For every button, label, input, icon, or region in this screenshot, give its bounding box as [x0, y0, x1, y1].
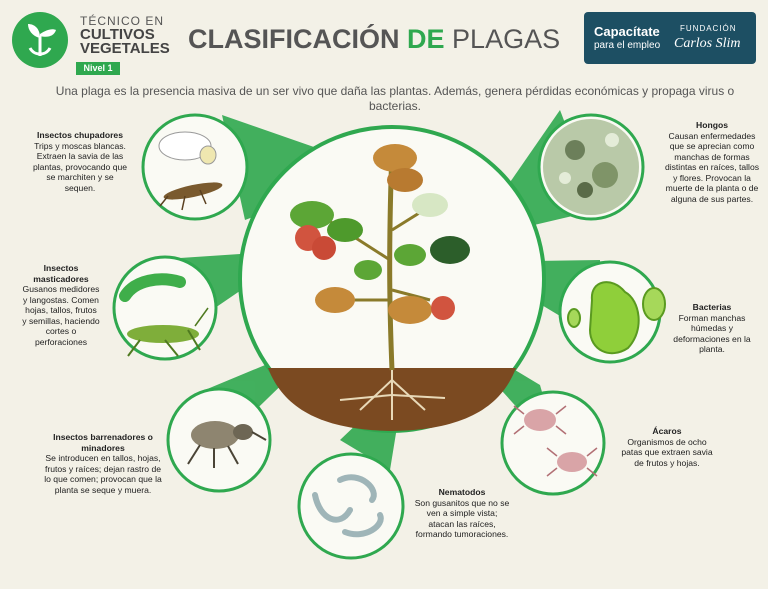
- partner-subtitle: para el empleo: [594, 40, 661, 51]
- whitefly-icon: [158, 131, 217, 165]
- mite-icon: [513, 405, 598, 477]
- page-title: CLASIFICACIÓN DE PLAGAS: [188, 24, 560, 55]
- nematode-icon: [312, 474, 384, 538]
- label-title: Insectos barrenadores o minadores: [53, 432, 153, 453]
- plant-leaves-icon: [290, 144, 470, 324]
- bacteria-icon: [567, 281, 666, 355]
- level-badge: Nivel 1: [76, 62, 120, 75]
- brand-line-1: TÉCNICO EN: [80, 14, 165, 28]
- caterpillar-icon: [119, 273, 186, 302]
- label-title: Insectos masticadores: [33, 263, 89, 284]
- header: TÉCNICO EN CULTIVOS VEGETALES Nivel 1 CL…: [0, 0, 768, 80]
- label-text: Se introducen en tallos, hojas, frutos y…: [44, 453, 162, 495]
- plant-stem-icon: [387, 149, 395, 371]
- label-text: Organismos de ocho patas que extraen sav…: [621, 436, 713, 468]
- label-text: Trips y moscas blancas. Extraen la savia…: [32, 140, 128, 193]
- label-boring-insects: Insectos barrenadores o minadores Se int…: [44, 432, 162, 495]
- label-title: Insectos chupadores: [37, 130, 123, 140]
- title-rest: PLAGAS: [452, 24, 561, 54]
- weevil-icon: [187, 421, 267, 468]
- label-fungi: Hongos Causan enfermedades que se apreci…: [664, 120, 760, 204]
- partner-foundation: FUNDACIÓN: [680, 24, 737, 33]
- brand-line-3: VEGETALES: [80, 40, 170, 57]
- title-de: DE: [407, 24, 445, 54]
- thrips-icon: [159, 182, 223, 211]
- label-text: Forman manchas húmedas y deformaciones e…: [673, 312, 751, 355]
- intro-text: Una plaga es la presencia masiva de un s…: [55, 84, 735, 113]
- label-title: Bacterias: [692, 302, 732, 312]
- label-chewing-insects: Insectos masticadores Gusanos medidores …: [22, 263, 100, 347]
- brand-logo-icon: [12, 12, 68, 68]
- label-title: Ácaros: [652, 426, 682, 436]
- label-text: Gusanos medidores y langostas. Comen hoj…: [22, 284, 100, 347]
- label-mites: Ácaros Organismos de ocho patas que extr…: [620, 426, 714, 468]
- label-text: Causan enfermedades que se aprecian como…: [664, 130, 760, 204]
- partner-logo: Capacítate para el empleo FUNDACIÓN Carl…: [584, 12, 756, 64]
- brand-line-2: CULTIVOS: [80, 26, 155, 43]
- title-main: CLASIFICACIÓN: [188, 24, 400, 54]
- partner-signature: Carlos Slim: [674, 36, 741, 51]
- label-sucking-insects: Insectos chupadores Trips y moscas blanc…: [30, 130, 130, 193]
- label-bacteria: Bacterias Forman manchas húmedas y defor…: [672, 302, 752, 355]
- grasshopper-icon: [127, 307, 209, 357]
- label-text: Son gusanitos que no se ven a simple vis…: [414, 497, 510, 540]
- tomato-icon: [295, 225, 455, 320]
- label-nematodes: Nematodos Son gusanitos que no se ven a …: [414, 487, 510, 540]
- roots-icon: [339, 368, 446, 420]
- fungus-icon: [543, 119, 639, 215]
- label-title: Hongos: [696, 120, 728, 130]
- label-title: Nematodos: [438, 487, 486, 497]
- partner-name: Capacítate: [594, 24, 660, 39]
